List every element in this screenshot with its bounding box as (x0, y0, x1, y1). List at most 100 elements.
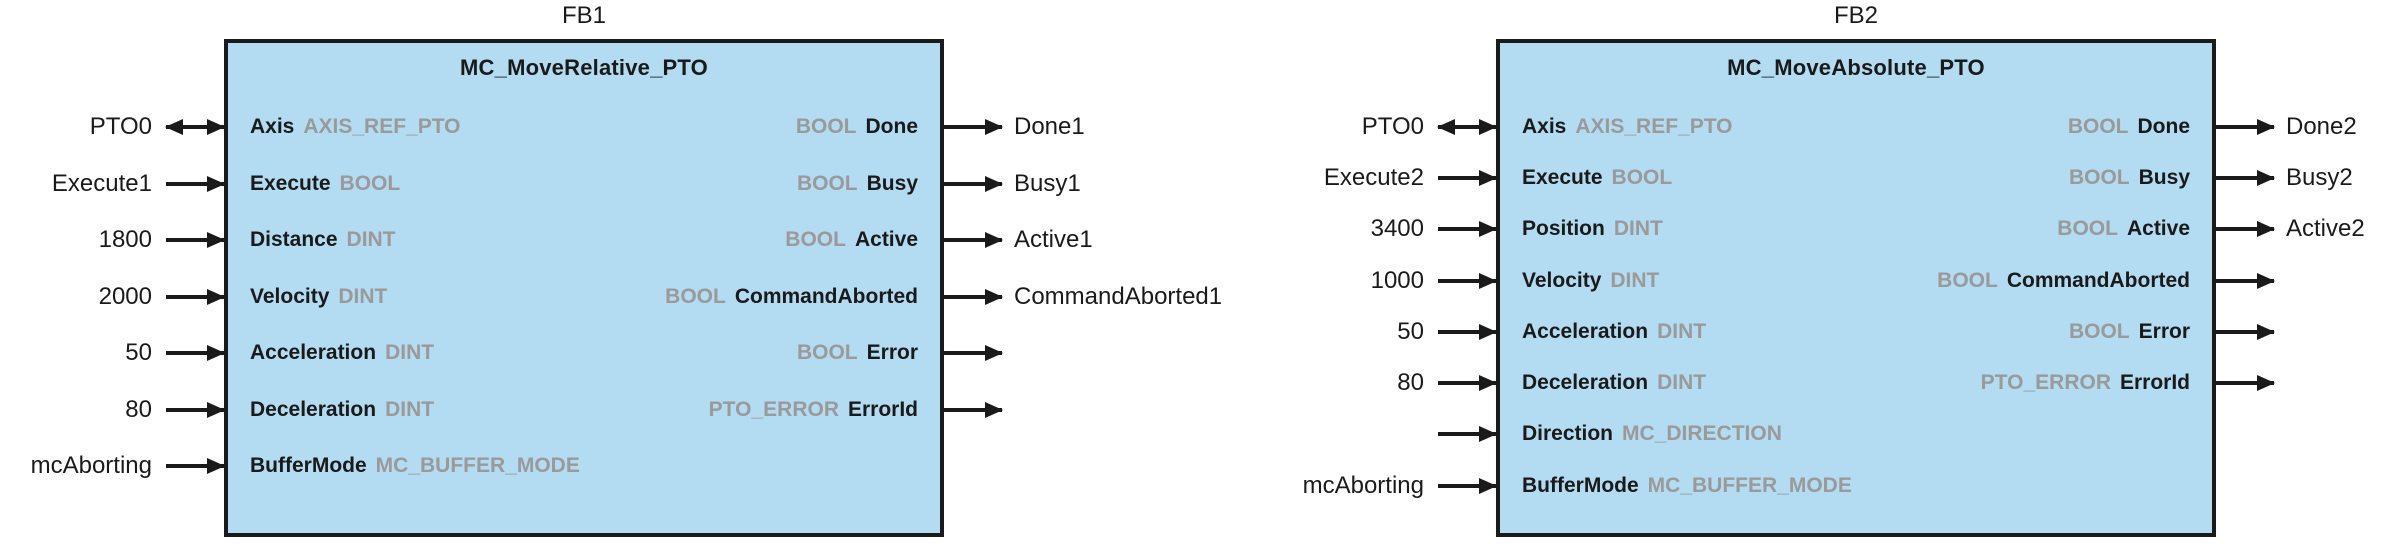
pin-input-type: MC_BUFFER_MODE (1647, 473, 1852, 497)
input-arrow-icon (166, 181, 224, 186)
external-input-label: Execute2 (1323, 163, 1424, 191)
pin-input-type: BOOL (1611, 165, 1673, 189)
output-arrow-cell (2216, 329, 2274, 334)
external-output-label: Active1 (1014, 226, 1093, 254)
pin-input-type: DINT (346, 228, 396, 252)
pin-output-name: Busy (866, 171, 918, 195)
input-arrow-cell (1438, 124, 1496, 129)
output-arrow-icon (944, 181, 1002, 186)
pin-input: Deceleration DINT (1522, 371, 1706, 395)
function-block-box: MC_MoveAbsolute_PTO (1496, 39, 2216, 537)
output-arrow-icon (2216, 278, 2274, 283)
output-arrow-icon (2216, 227, 2274, 232)
input-arrow-cell (166, 181, 224, 186)
pin-output-type: PTO_ERROR (708, 397, 839, 421)
output-arrow-icon (2216, 381, 2274, 386)
pin-input-type: AXIS_REF_PTO (1575, 114, 1733, 138)
output-arrow-cell (944, 294, 1002, 299)
pin-output-name: ErrorId (2119, 371, 2190, 395)
external-input-label: Execute1 (51, 169, 152, 197)
output-arrow-cell (944, 407, 1002, 412)
input-arrow-cell (1438, 381, 1496, 386)
output-arrow-icon (2216, 329, 2274, 334)
external-input-label: 80 (125, 395, 152, 423)
pin-input-name: Deceleration (250, 397, 377, 421)
pin-input: Distance DINT (250, 228, 396, 252)
pin-output-name: Active (2126, 217, 2190, 241)
pin-output-type: PTO_ERROR (1980, 371, 2111, 395)
input-arrow-icon (1438, 175, 1496, 180)
pin-input-name: Distance (250, 228, 338, 252)
pin-output-name: Error (2138, 319, 2190, 343)
pin-input-name: Deceleration (1522, 371, 1649, 395)
pin-input-type: DINT (1657, 371, 1707, 395)
pin-input-type: DINT (1613, 217, 1663, 241)
pin-input: Velocity DINT (1522, 269, 1659, 293)
pin-output-name: Error (866, 341, 918, 365)
pin-input-type: MC_BUFFER_MODE (375, 454, 580, 478)
output-arrow-cell (2216, 227, 2274, 232)
external-input-label: mcAborting (1302, 471, 1424, 499)
output-arrow-cell (2216, 381, 2274, 386)
pin-output-type: BOOL (785, 228, 846, 252)
input-arrow-cell (1438, 175, 1496, 180)
external-output-label: Done1 (1014, 113, 1085, 141)
pin-input-name: BufferMode (250, 454, 367, 478)
input-arrow-icon (1438, 381, 1496, 386)
pin-input-name: Velocity (1522, 268, 1602, 292)
external-output-label: Busy2 (2286, 163, 2353, 191)
pin-input-type: DINT (385, 397, 435, 421)
input-arrow-cell (1438, 227, 1496, 232)
pin-input-name: Axis (1522, 114, 1567, 138)
output-arrow-cell (944, 125, 1002, 130)
function-block-title: MC_MoveRelative_PTO (460, 55, 708, 80)
input-arrow-cell (166, 464, 224, 469)
output-arrow-cell (944, 351, 1002, 356)
function-block-box: MC_MoveRelative_PTO (224, 39, 944, 537)
pin-input: Execute BOOL (250, 172, 400, 196)
input-arrow-cell (1438, 432, 1496, 437)
pin-input-type: BOOL (339, 171, 401, 195)
pin-output-name: Active (854, 228, 918, 252)
pin-output-type: BOOL (665, 284, 726, 308)
pin-input-name: Direction (1522, 422, 1614, 446)
input-arrow-icon (1438, 483, 1496, 488)
input-arrow-cell (166, 407, 224, 412)
pin-input-name: Execute (250, 171, 331, 195)
external-input-label: 80 (1397, 369, 1424, 397)
function-block-title: MC_MoveAbsolute_PTO (1727, 55, 1985, 80)
input-arrow-cell (1438, 483, 1496, 488)
pin-row: 80 Deceleration DINT PTO_ERROR ErrorId (1272, 357, 2388, 408)
pin-input-name: Acceleration (250, 341, 377, 365)
inout-arrow-icon (1438, 124, 1496, 129)
pin-input-type: DINT (1610, 268, 1660, 292)
input-arrow-cell (1438, 278, 1496, 283)
input-arrow-cell (166, 294, 224, 299)
input-arrow-icon (166, 464, 224, 469)
input-arrow-icon (1438, 227, 1496, 232)
fb-instance-caption: FB2 (1833, 2, 1878, 29)
